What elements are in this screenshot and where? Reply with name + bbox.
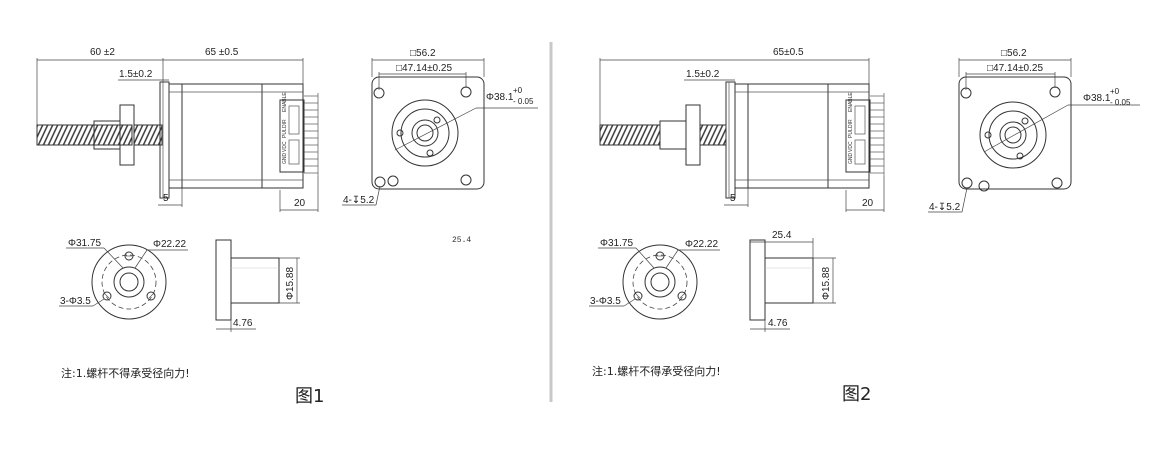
dim-nut-holes: 3-Φ3.5 bbox=[590, 296, 621, 307]
heatsink-fins bbox=[870, 93, 885, 176]
pin-label-pul: PUL bbox=[848, 128, 854, 138]
nut-outer-circle bbox=[91, 244, 167, 320]
fig1-nut-front: Φ31.75 Φ22.22 3-Φ3.5 bbox=[59, 238, 188, 320]
motor-body bbox=[168, 83, 304, 189]
pin-label-enable: ENABLE bbox=[282, 92, 288, 112]
motor-flange bbox=[725, 81, 736, 199]
dim-hole-spacing: □47.14±0.25 bbox=[987, 63, 1043, 74]
dim-pilot: Φ38.1 bbox=[1083, 93, 1111, 104]
nut-outer-circle bbox=[622, 244, 698, 320]
dim-nut-diameter: Φ15.88 bbox=[285, 267, 296, 300]
fig1-nut-side: Φ15.88 4.76 25.4 bbox=[215, 236, 471, 332]
dim-nut-bolt-circle: Φ22.22 bbox=[153, 239, 186, 250]
dim-nut-bolt-circle: Φ22.22 bbox=[685, 239, 718, 250]
lead-screw bbox=[36, 124, 133, 146]
nut-flange bbox=[685, 104, 701, 166]
dim-nut-outer: Φ31.75 bbox=[68, 238, 101, 249]
dim-hole-spacing: □47.14±0.25 bbox=[396, 63, 452, 74]
dim-nut-flange: 4.76 bbox=[233, 318, 253, 329]
dim-square: □56.2 bbox=[410, 48, 436, 59]
integrated-driver bbox=[279, 99, 305, 173]
dim-nut-length: 25.4 bbox=[772, 230, 792, 241]
fig2-note: 注:1.螺杆不得承受径向力! bbox=[592, 364, 721, 378]
dim-nut-outer: Φ31.75 bbox=[600, 238, 633, 249]
nut-bolt-circle bbox=[632, 254, 688, 310]
dim-20: 20 bbox=[862, 198, 874, 209]
dim-5: 5 bbox=[163, 193, 169, 204]
fig1-side-view: ENABLE DIR PUL VDC GND 60 ±2 65 ±0.5 1.5… bbox=[36, 47, 319, 212]
pin-label-gnd: GND bbox=[282, 153, 288, 165]
nut-side-flange bbox=[749, 239, 766, 321]
dim-square: □56.2 bbox=[1001, 48, 1027, 59]
dim-pilot: Φ38.1 bbox=[486, 92, 514, 103]
dim-nut-diameter: Φ15.88 bbox=[821, 267, 832, 300]
pin-label-enable: ENABLE bbox=[848, 92, 854, 112]
dim-flange-thickness: 1.5±0.2 bbox=[686, 69, 720, 80]
screw-nut bbox=[659, 120, 687, 150]
dim-mount-holes: 4-↧5.2 bbox=[343, 195, 375, 206]
fig1-note: 注:1.螺杆不得承受径向力! bbox=[61, 366, 190, 380]
dim-nut-holes: 3-Φ3.5 bbox=[60, 296, 91, 307]
pin-label-dir: DIR bbox=[848, 119, 854, 128]
pin-label-vdc: VDC bbox=[848, 141, 854, 152]
fig2-side-view: ENABLE DIR PUL VDC GND 65±0.5 1.5±0.2 5 … bbox=[599, 47, 885, 212]
fig2-nut-side: 25.4 Φ15.88 4.76 bbox=[749, 230, 836, 332]
pin-label-gnd: GND bbox=[848, 153, 854, 165]
nut-side-body bbox=[230, 257, 280, 304]
dim-nut-length: 25.4 bbox=[452, 236, 471, 245]
dim-body-length: 65 ±0.5 bbox=[205, 47, 239, 58]
motor-face bbox=[958, 76, 1072, 190]
integrated-driver bbox=[845, 99, 871, 173]
dim-flange-thickness: 1.5±0.2 bbox=[119, 69, 153, 80]
tol-lower: - 0.05 bbox=[513, 97, 534, 106]
dim-5: 5 bbox=[730, 193, 736, 204]
tol-upper: +0 bbox=[1110, 87, 1120, 96]
tol-lower: - 0.05 bbox=[1110, 98, 1131, 107]
fig2-nut-front: Φ31.75 Φ22.22 3-Φ3.5 bbox=[589, 238, 720, 320]
fig2-caption: 图2 bbox=[842, 384, 871, 405]
nut-side-flange bbox=[215, 239, 232, 321]
fig1-front-view: □56.2 □47.14±0.25 Φ38.1 +0 - 0.05 4-↧5.2 bbox=[342, 48, 538, 206]
dim-mount-holes: 4-↧5.2 bbox=[929, 202, 961, 213]
tol-upper: +0 bbox=[513, 86, 523, 95]
figure-1: ENABLE DIR PUL VDC GND 60 ±2 65 ±0.5 1.5… bbox=[36, 47, 538, 407]
fig2-front-view: □56.2 □47.14±0.25 Φ38.1 +0 - 0.05 4-↧5.2 bbox=[928, 48, 1140, 213]
motor-face bbox=[371, 76, 485, 190]
nut-side-body bbox=[764, 257, 814, 304]
lead-screw bbox=[599, 124, 661, 146]
pin-label-dir: DIR bbox=[282, 119, 288, 128]
nut-bolt-circle bbox=[101, 254, 157, 310]
pin-label-pul: PUL bbox=[282, 128, 288, 138]
motor-body bbox=[734, 83, 870, 189]
dim-body-length: 65±0.5 bbox=[773, 47, 804, 58]
figure-2: ENABLE DIR PUL VDC GND 65±0.5 1.5±0.2 5 … bbox=[589, 47, 1140, 405]
dim-nut-flange: 4.76 bbox=[768, 318, 788, 329]
dim-screw-length: 60 ±2 bbox=[90, 47, 115, 58]
fig1-caption: 图1 bbox=[295, 386, 324, 407]
dim-20: 20 bbox=[294, 198, 306, 209]
heatsink-fins bbox=[304, 93, 319, 176]
pin-label-vdc: VDC bbox=[282, 141, 288, 152]
